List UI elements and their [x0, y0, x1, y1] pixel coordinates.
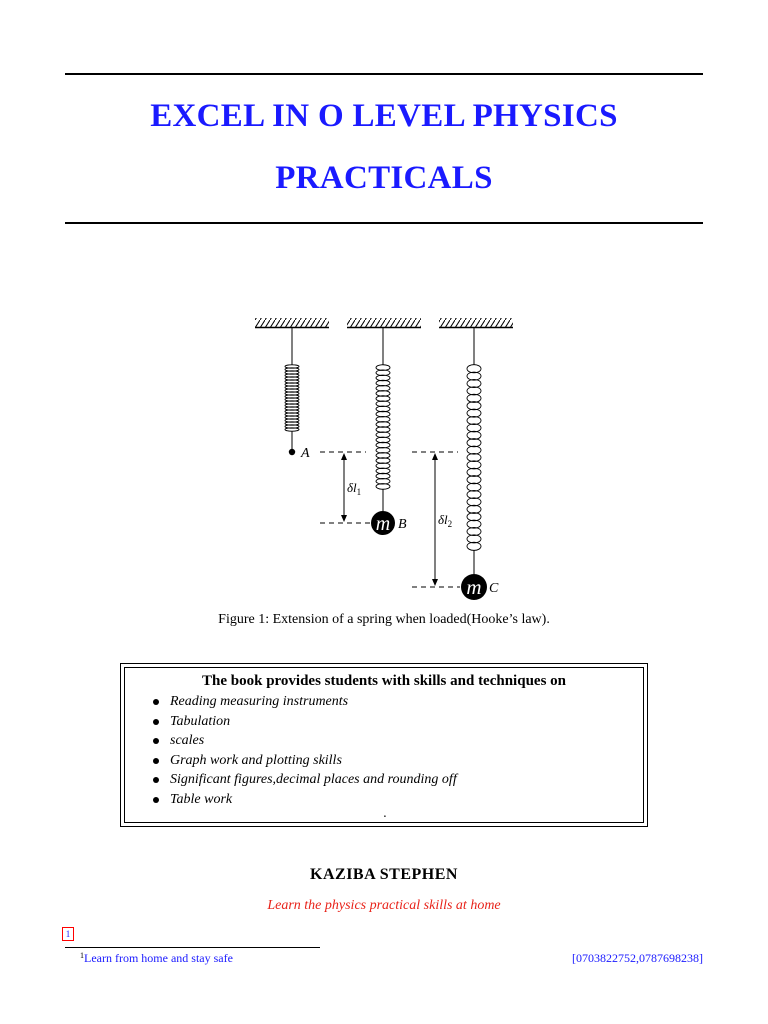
footnote: 1Learn from home and stay safe: [80, 951, 233, 966]
label-b: B: [398, 517, 407, 532]
spring-a: [284, 327, 300, 456]
title-bottom-rule: [65, 222, 703, 224]
footnote-number: 1: [80, 951, 84, 960]
support-a: [255, 318, 329, 329]
list-item: scales: [153, 731, 457, 751]
footnote-link[interactable]: 1: [62, 927, 74, 941]
top-rule: [65, 73, 703, 75]
label-c: C: [489, 581, 499, 596]
spring-b: m: [371, 327, 395, 535]
list-item: Significant figures,decimal places and r…: [153, 770, 457, 790]
footnote-text[interactable]: Learn from home and stay safe: [84, 951, 233, 965]
support-b: [347, 318, 421, 329]
footnote-rule: [65, 947, 320, 948]
support-c: [439, 318, 513, 329]
mass-c-symbol: m: [466, 575, 481, 599]
title-line-1: EXCEL IN O LEVEL PHYSICS: [150, 98, 618, 134]
list-item: Table work: [153, 790, 457, 810]
title-line-2: PRACTICALS: [275, 160, 493, 196]
list-item: Graph work and plotting skills: [153, 751, 457, 771]
author-name: KAZIBA STEPHEN: [310, 866, 458, 883]
mass-c: [461, 574, 487, 600]
skills-box-inner: The book provides students with skills a…: [124, 667, 644, 823]
list-item: Reading measuring instruments: [153, 692, 457, 712]
delta-l1-label: δl1: [347, 480, 361, 497]
skills-list: Reading measuring instruments Tabulation…: [153, 692, 457, 809]
mass-b: [371, 511, 395, 535]
tagline: Learn the physics practical skills at ho…: [267, 898, 501, 913]
delta-l2-label: δl2: [438, 512, 452, 529]
mass-b-symbol: m: [376, 513, 390, 535]
extension-arrow-1: [341, 453, 347, 522]
box-trailing-mark: .: [383, 806, 387, 820]
extension-arrow-2: [432, 453, 438, 586]
list-item: Tabulation: [153, 712, 457, 732]
figure-caption: Figure 1: Extension of a spring when loa…: [218, 612, 550, 627]
contact-numbers: [0703822752,0787698238]: [572, 951, 703, 965]
label-a: A: [300, 446, 310, 461]
reference-lines: [320, 451, 460, 588]
skills-heading: The book provides students with skills a…: [202, 673, 566, 689]
spring-c: m: [461, 327, 487, 600]
skills-box: The book provides students with skills a…: [120, 663, 648, 827]
hookes-law-figure: m m A B C δl1 δl2: [255, 318, 513, 600]
